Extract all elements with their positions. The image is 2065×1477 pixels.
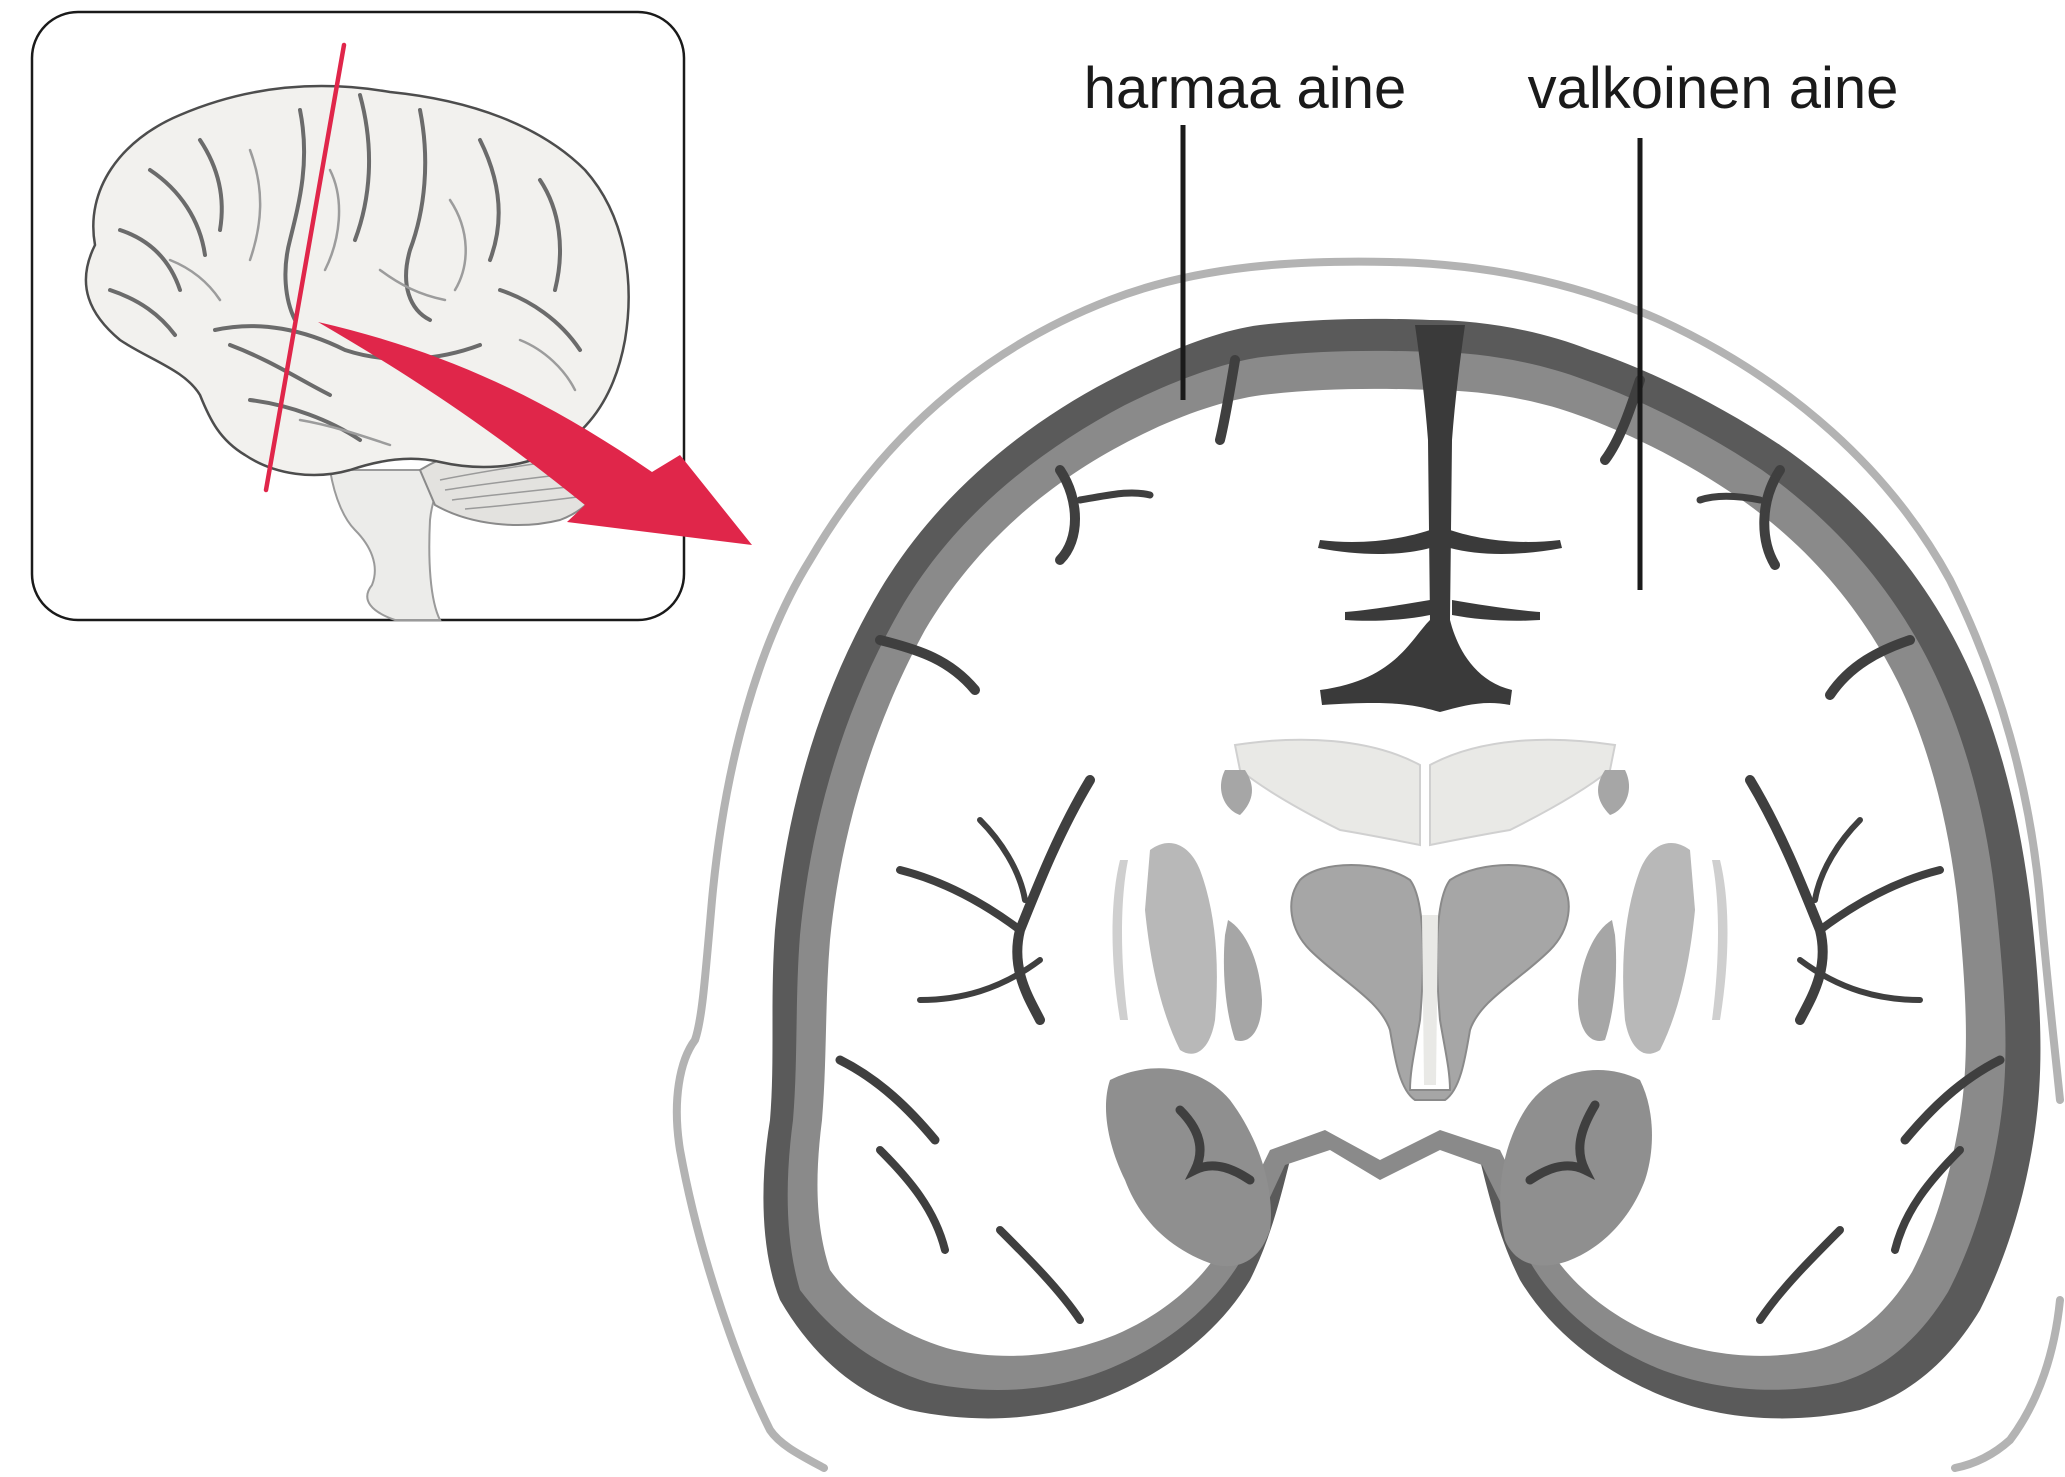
label-gray-matter-text: harmaa aine (1084, 56, 1406, 121)
inset-panel (32, 12, 684, 620)
head-outline-right (1955, 1300, 2060, 1468)
third-ventricle (1422, 915, 1438, 1085)
coronal-brain-section (763, 319, 2040, 1419)
label-white-matter-text: valkoinen aine (1528, 56, 1899, 121)
